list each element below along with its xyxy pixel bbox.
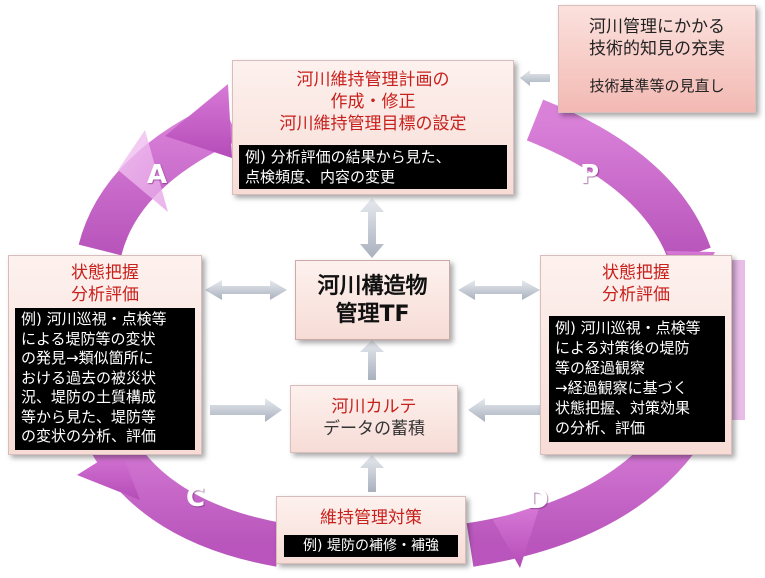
left-example-line-6: 等から見た、堤防等 <box>21 407 157 426</box>
left-title-line-1: 状態把握 <box>71 263 139 283</box>
karte-line-2: データの蓄積 <box>323 419 425 439</box>
right-example: 例) 河川巡視・点検等 による対策後の堤防 等の経過観察 →経過観察に基づく 状… <box>549 316 725 442</box>
center-tf-box: 河川構造物 管理TF <box>295 260 450 340</box>
right-example-line-5: 状態把握、対策効果 <box>555 399 691 417</box>
karte-line-1: 河川カルテ <box>331 397 417 417</box>
arrowhead-a <box>118 84 232 212</box>
right-title-line-1: 状態把握 <box>602 263 670 283</box>
connector-right-center <box>458 280 540 300</box>
left-analysis-box: 状態把握 分析評価 例) 河川巡視・点検等 による堤防等の変状 の発見→類似箇所… <box>8 255 202 455</box>
right-example-line-6: の分析、評価 <box>555 419 646 437</box>
knowledge-sub: 技術基準等の見直し <box>589 77 725 95</box>
phase-label-p: P <box>580 160 600 190</box>
plan-example: 例) 分析評価の結果から見た、 点検頻度、内容の変更 <box>239 145 507 189</box>
knowledge-line-1: 河川管理にかかる <box>589 17 725 37</box>
connector-top-center <box>360 198 384 258</box>
plan-title-line-3: 河川維持管理目標の設定 <box>279 114 467 134</box>
plan-title-line-1: 河川維持管理計画の <box>296 70 450 90</box>
left-example-line-7: の変状の分析、評価 <box>21 427 157 445</box>
center-line-2: 管理TF <box>335 302 410 327</box>
do-title: 維持管理対策 <box>320 508 422 528</box>
right-example-line-1: 例) 河川巡視・点検等 <box>555 319 701 337</box>
karte-box: 河川カルテ データの蓄積 <box>290 385 458 453</box>
knowledge-line-2: 技術的知見の充実 <box>589 39 725 59</box>
connector-bottom-to-karte <box>360 455 384 492</box>
left-example-line-2: による堤防等の変状 <box>21 329 156 348</box>
center-line-1: 河川構造物 <box>317 274 428 299</box>
connector-left-center <box>205 280 287 300</box>
connector-right-to-karte <box>468 398 540 422</box>
do-box: 維持管理対策 例) 堤防の補修・補強 <box>276 496 466 564</box>
plan-example-line-2: 点検頻度、内容の変更 <box>245 168 396 186</box>
left-example-line-1: 例) 河川巡視・点検等 <box>21 310 167 328</box>
phase-label-d: D <box>527 485 549 515</box>
phase-label-c: C <box>186 483 206 513</box>
plan-title-line-2: 作成・修正 <box>330 92 416 112</box>
phase-label-a: A <box>147 160 168 190</box>
plan-box: 河川維持管理計画の 作成・修正 河川維持管理目標の設定 例) 分析評価の結果から… <box>232 60 514 195</box>
left-example-line-5: 況、堤防の土質構成 <box>21 388 157 406</box>
left-example-line-4: おける過去の被災状 <box>21 368 157 387</box>
connector-left-to-karte <box>210 398 282 422</box>
plan-example-line-1: 例) 分析評価の結果から見た、 <box>245 148 451 166</box>
connector-karte-to-center <box>360 340 384 380</box>
right-example-line-2: による対策後の堤防 <box>555 339 690 357</box>
arrowhead-c <box>77 448 140 500</box>
do-example: 例) 堤防の補修・補強 <box>284 535 458 557</box>
knowledge-box: 河川管理にかかる 技術的知見の充実 技術基準等の見直し <box>558 5 756 113</box>
right-title-line-2: 分析評価 <box>602 285 670 305</box>
arrowhead-d <box>493 505 540 568</box>
left-example: 例) 河川巡視・点検等 による堤防等の変状 の発見→類似箇所に おける過去の被災… <box>15 308 195 450</box>
right-example-line-4: →経過観察に基づく <box>555 379 688 397</box>
right-analysis-box: 状態把握 分析評価 例) 河川巡視・点検等 による対策後の堤防 等の経過観察 →… <box>540 255 732 455</box>
connector-knowledge-to-top <box>520 70 550 86</box>
left-example-line-3: の発見→類似箇所に <box>21 349 154 367</box>
left-title-line-2: 分析評価 <box>71 285 139 305</box>
right-example-line-3: 等の経過観察 <box>555 359 646 377</box>
